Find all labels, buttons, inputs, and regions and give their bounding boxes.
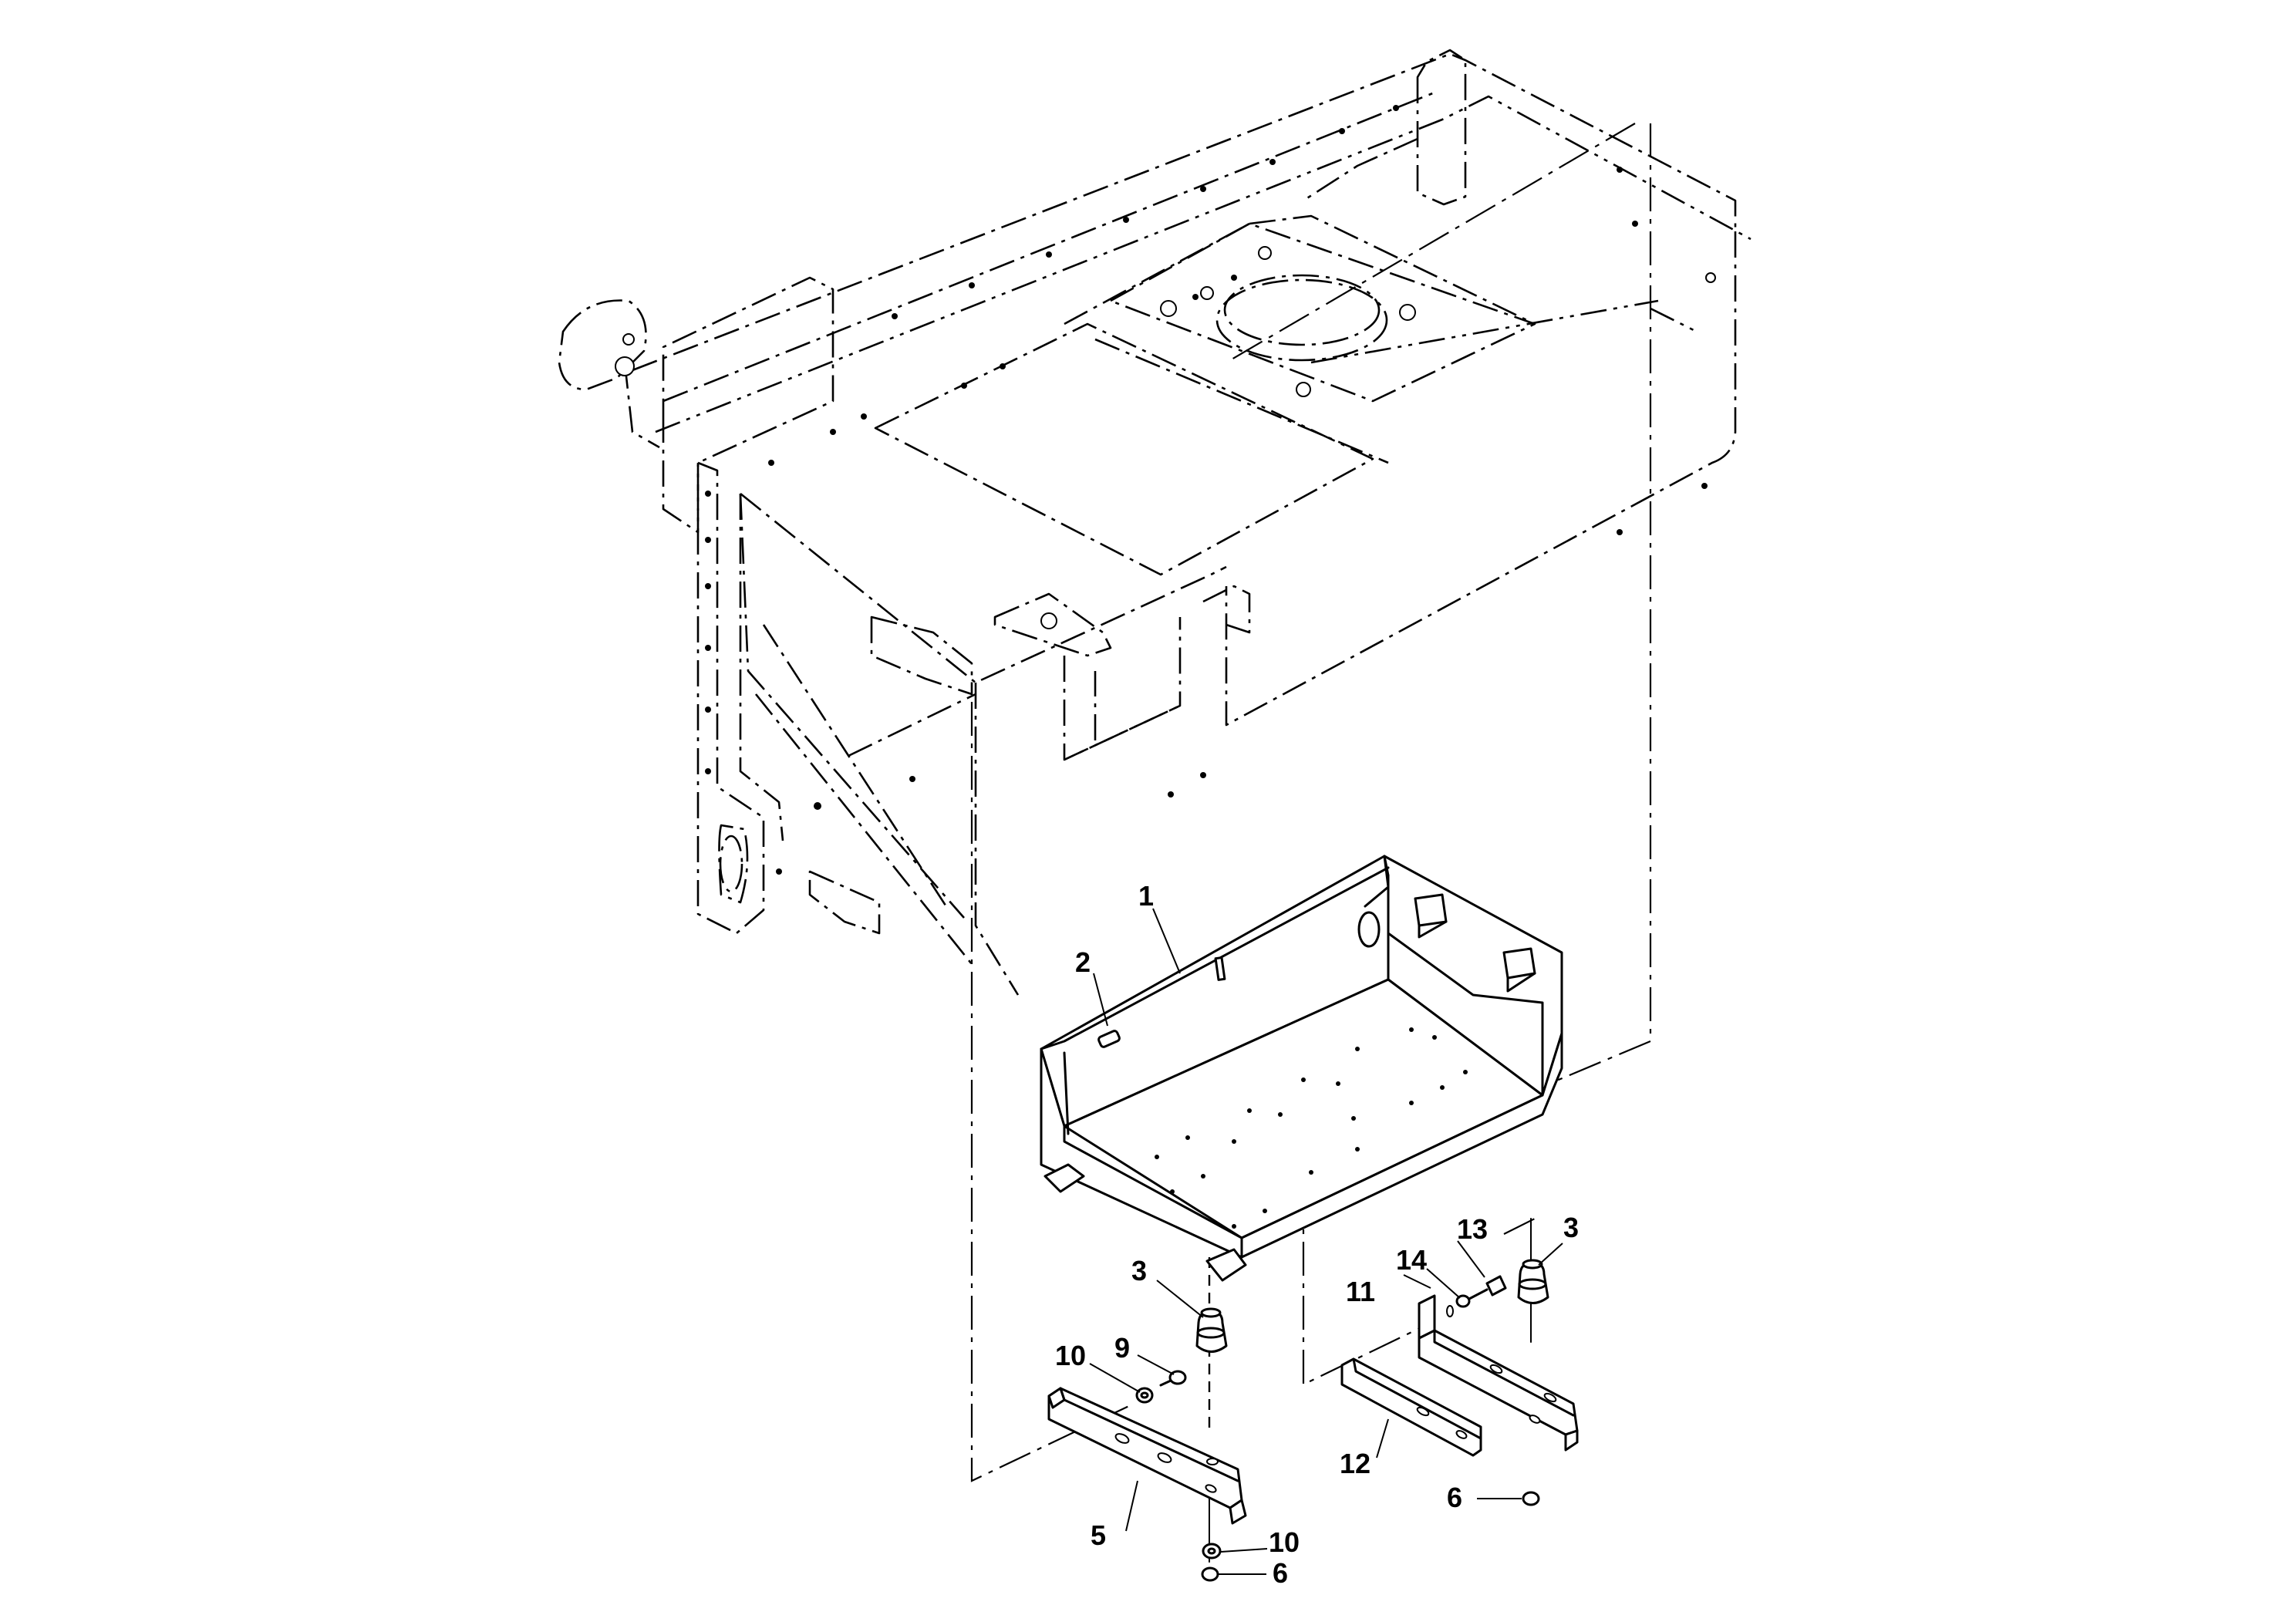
callout-13: 13	[1457, 1213, 1488, 1245]
washer-part-10-upper	[1135, 1387, 1154, 1404]
washer-part-10-lower	[1202, 1543, 1222, 1560]
callout-10-lower: 10	[1269, 1526, 1300, 1558]
callout-6-left: 6	[1273, 1557, 1288, 1589]
callout-labels: 1 2 3 3 9 10 10 5 6 6 11 12 13 14	[1055, 880, 1579, 1589]
callout-leaders	[1089, 908, 1563, 1575]
callout-6-right: 6	[1447, 1482, 1462, 1513]
callout-3-right: 3	[1563, 1212, 1579, 1243]
rubber-mount-left	[1195, 1307, 1228, 1353]
callout-3-left: 3	[1131, 1255, 1147, 1286]
callout-11: 11	[1346, 1276, 1375, 1307]
callout-12: 12	[1340, 1448, 1371, 1479]
nut-part-6-right	[1522, 1491, 1540, 1506]
nut-part-6-left	[1201, 1566, 1219, 1582]
bracket-part-12	[1340, 1357, 1482, 1457]
washer-part-14	[1455, 1294, 1471, 1308]
tray-part-1	[1040, 855, 1563, 1282]
bracket-part-5	[1047, 1387, 1247, 1525]
rubber-mount-right	[1517, 1259, 1549, 1304]
callout-5: 5	[1091, 1519, 1106, 1551]
bracket-part-11	[1418, 1294, 1579, 1452]
frame-holes	[615, 105, 1716, 875]
callout-1: 1	[1138, 880, 1154, 912]
bolt-part-13	[1468, 1275, 1507, 1300]
callout-14: 14	[1396, 1244, 1427, 1276]
callout-10-upper: 10	[1055, 1340, 1086, 1371]
callout-2: 2	[1075, 946, 1091, 978]
frame-phantom-outline	[558, 49, 1752, 996]
callout-9: 9	[1114, 1332, 1130, 1364]
